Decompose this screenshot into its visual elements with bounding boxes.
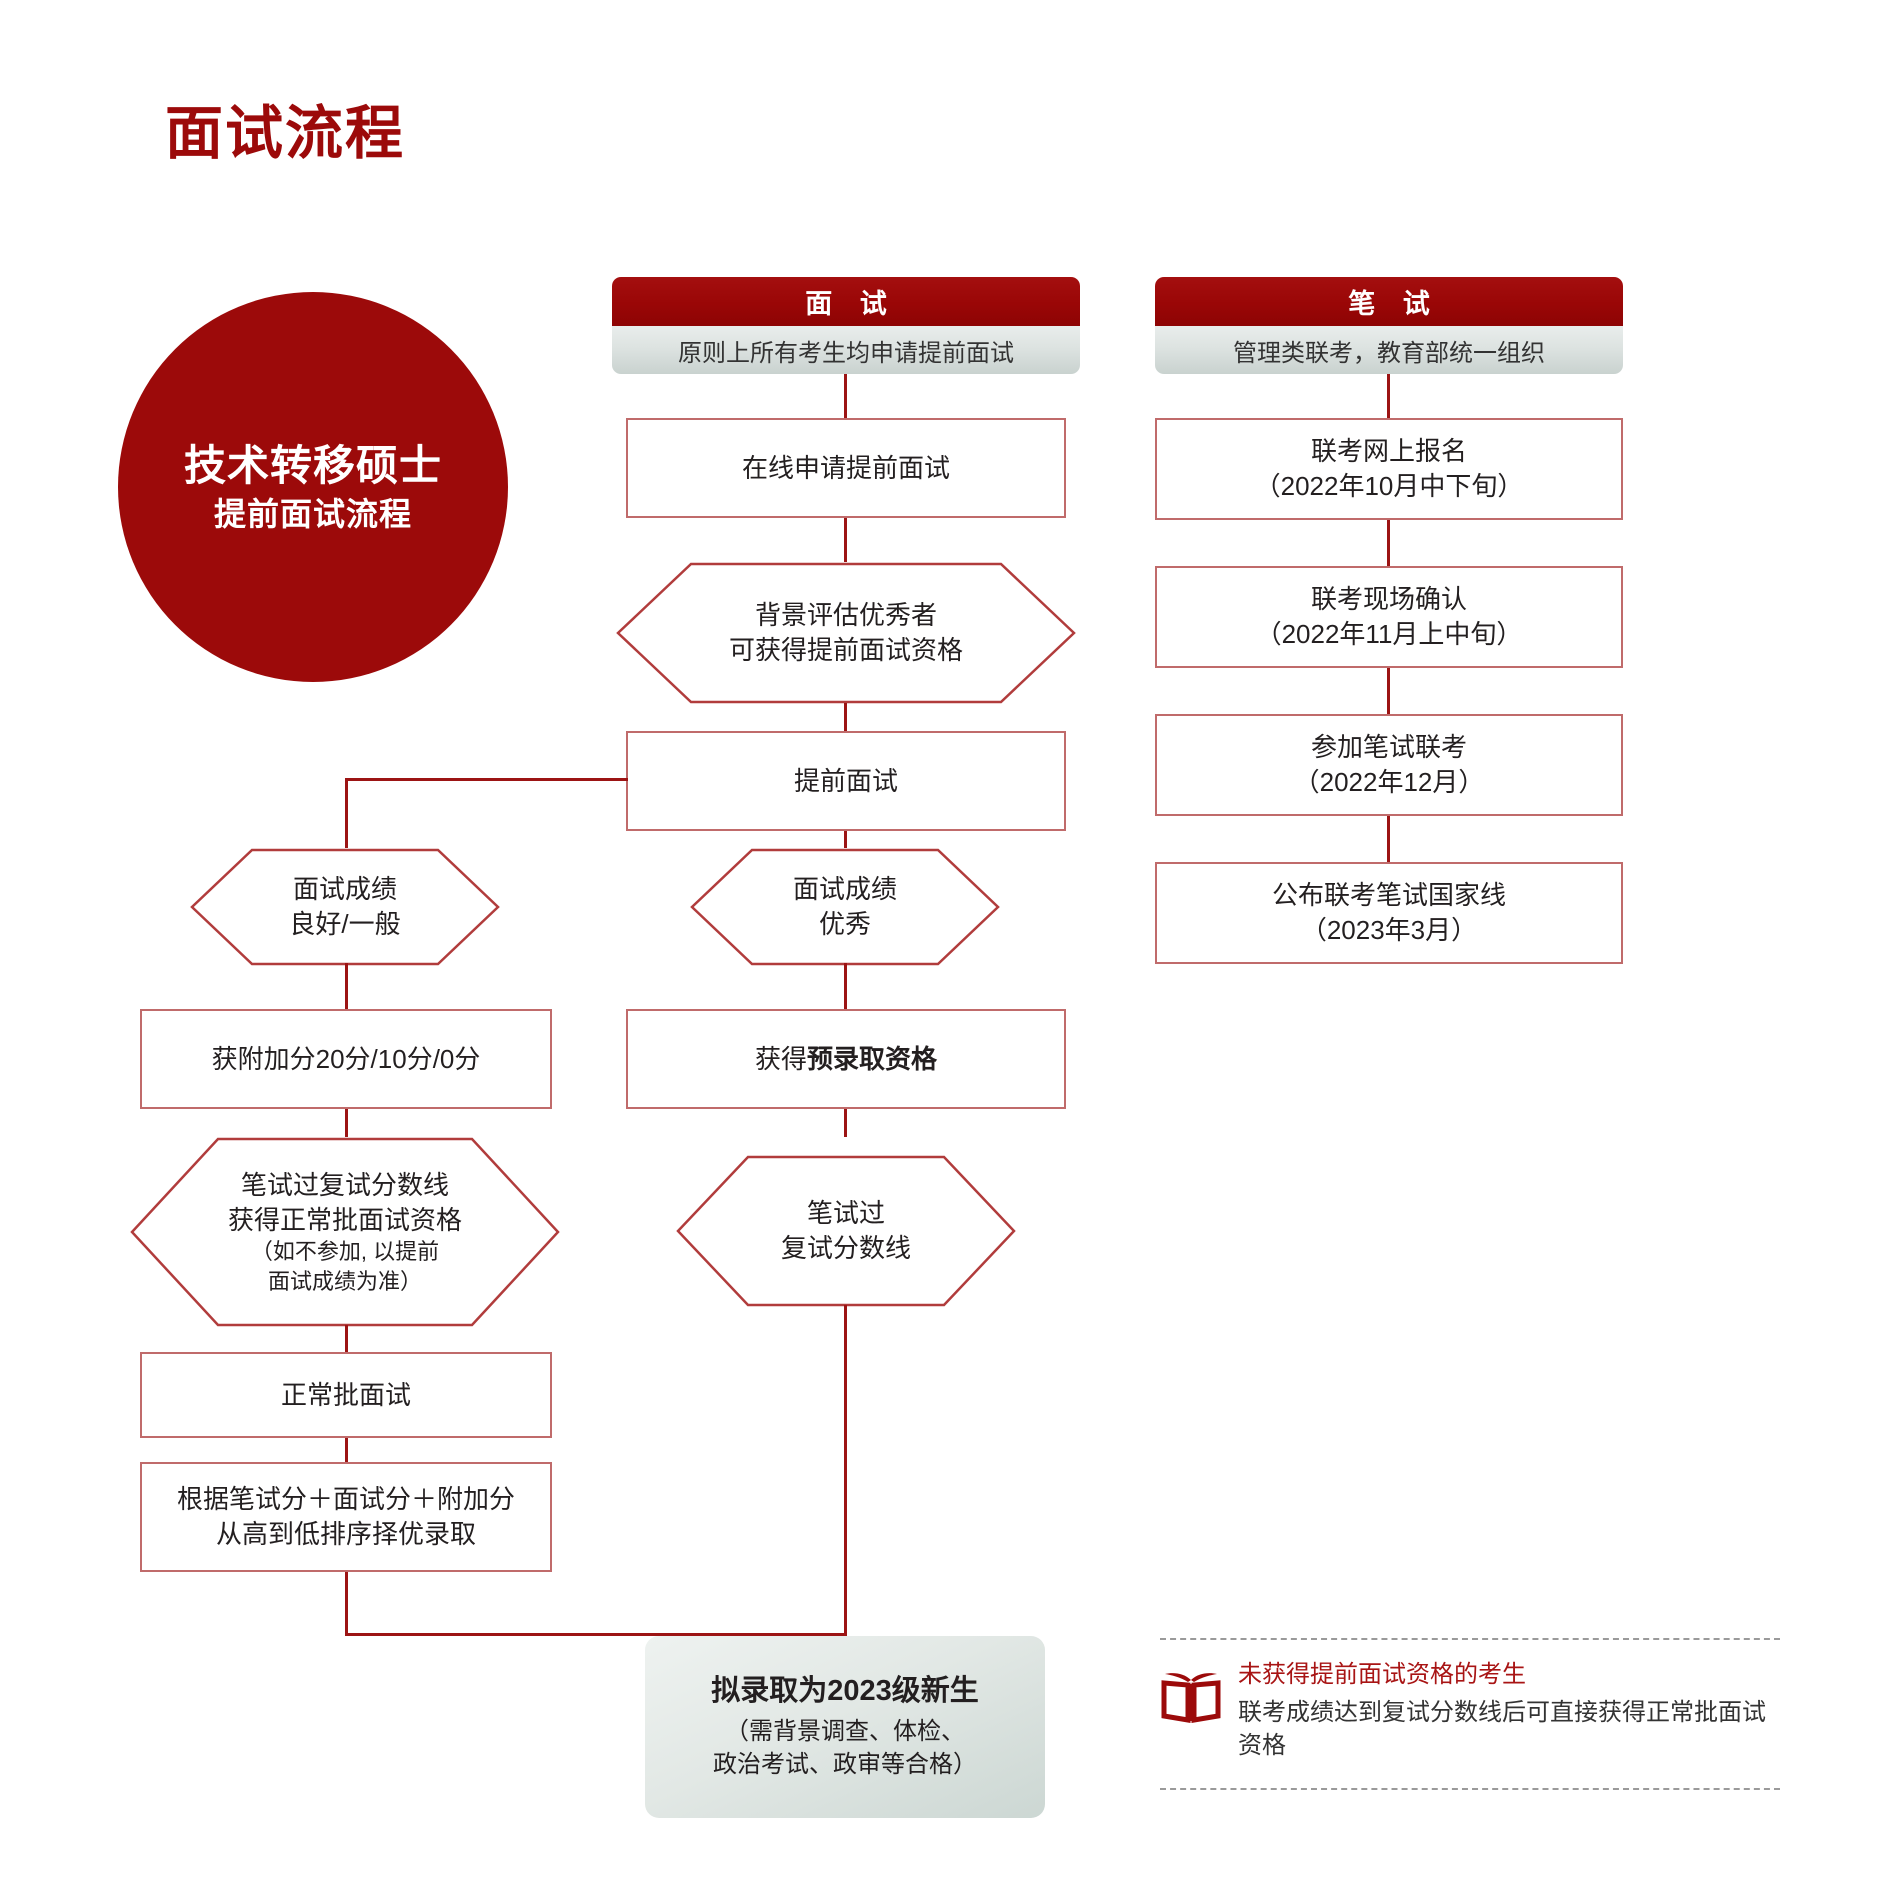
node-bonus-points: 获附加分20分/10分/0分 <box>140 1009 552 1109</box>
hexagon-shape <box>130 1137 560 1327</box>
final-admission-detail-2: 政治考试、政审等合格） <box>713 1750 977 1778</box>
written-step-2: 联考现场确认 （2022年11月上中旬） <box>1155 566 1623 668</box>
score-good-line-2: 良好/一般 <box>289 909 401 939</box>
node-written-pass-gate-middle-label: 笔试过 复试分数线 <box>676 1155 1016 1307</box>
column-subtitle-written: 管理类联考，教育部统一组织 <box>1155 326 1623 374</box>
node-score-excellent-label: 面试成绩 优秀 <box>690 848 1000 966</box>
connector <box>844 518 847 562</box>
written-step-1-name: 联考网上报名 <box>1310 436 1467 467</box>
connector <box>1387 816 1390 862</box>
column-header-interview: 面 试 <box>612 277 1080 326</box>
node-final-ranking-line-1: 根据笔试分＋面试分＋附加分 <box>176 1484 515 1515</box>
node-advance-interview-label: 提前面试 <box>793 765 898 796</box>
bg-eval-line-2: 可获得提前面试资格 <box>728 635 963 665</box>
node-normal-interview-label: 正常批面试 <box>280 1379 411 1410</box>
connector <box>844 1109 847 1137</box>
written-step-1: 联考网上报名 （2022年10月中下旬） <box>1155 418 1623 520</box>
connector-merge-left <box>345 1572 348 1636</box>
final-admission-title: 拟录取为2023级新生 <box>711 1674 979 1707</box>
connector <box>1387 520 1390 566</box>
node-score-good-label: 面试成绩 良好/一般 <box>190 848 500 966</box>
column-header-written: 笔 试 <box>1155 277 1623 326</box>
connector <box>345 1109 348 1137</box>
mid-gate-line-1: 笔试过 <box>806 1198 885 1229</box>
score-exc-line-1: 面试成绩 <box>792 874 897 905</box>
mid-gate-line-2: 复试分数线 <box>780 1233 911 1263</box>
connector <box>1387 374 1390 418</box>
node-bonus-points-label: 获附加分20分/10分/0分 <box>211 1043 481 1074</box>
bg-eval-line-1: 背景评估优秀者 <box>754 600 937 631</box>
node-advance-interview: 提前面试 <box>626 731 1066 831</box>
connector <box>844 703 847 731</box>
left-gate-line-2: 获得正常批面试资格 <box>227 1204 462 1235</box>
hexagon-shape <box>616 562 1076 704</box>
connector-merge-h <box>345 1633 847 1636</box>
written-step-1-date: （2022年10月中下旬） <box>1254 471 1524 501</box>
written-step-3-name: 参加笔试联考 <box>1310 732 1467 763</box>
connector <box>345 963 348 1009</box>
connector <box>844 963 847 1009</box>
node-score-good: 面试成绩 良好/一般 <box>190 848 500 966</box>
left-gate-line-4: 面试成绩为准） <box>267 1268 422 1294</box>
connector <box>1387 668 1390 714</box>
node-background-evaluation-label: 背景评估优秀者 可获得提前面试资格 <box>616 562 1076 704</box>
written-step-4: 公布联考笔试国家线 （2023年3月） <box>1155 862 1623 964</box>
node-final-ranking: 根据笔试分＋面试分＋附加分 从高到低排序择优录取 <box>140 1462 552 1572</box>
page-title: 面试流程 <box>165 101 406 166</box>
badge-line-1: 技术转移硕士 <box>183 442 442 490</box>
connector <box>844 374 847 418</box>
left-gate-line-1: 笔试过复试分数线 <box>240 1170 449 1201</box>
score-good-line-1: 面试成绩 <box>292 874 397 905</box>
node-final-ranking-line-2: 从高到低排序择优录取 <box>215 1519 476 1549</box>
hexagon-shape <box>676 1155 1016 1307</box>
node-score-excellent: 面试成绩 优秀 <box>690 848 1000 966</box>
legend-body: 联考成绩达到复试分数线后可直接获得正常批面试资格 <box>1238 1698 1766 1760</box>
legend-text: 未获得提前面试资格的考生 联考成绩达到复试分数线后可直接获得正常批面试资格 <box>1238 1658 1780 1763</box>
connector <box>345 1438 348 1462</box>
written-step-4-name: 公布联考笔试国家线 <box>1271 880 1506 911</box>
program-badge: 技术转移硕士 提前面试流程 <box>118 292 508 682</box>
hexagon-shape <box>690 848 1000 966</box>
node-background-evaluation: 背景评估优秀者 可获得提前面试资格 <box>616 562 1076 704</box>
written-step-3: 参加笔试联考 （2022年12月） <box>1155 714 1623 816</box>
node-written-pass-gate-left: 笔试过复试分数线 获得正常批面试资格 （如不参加, 以提前 面试成绩为准） <box>130 1137 560 1327</box>
node-written-pass-gate-left-label: 笔试过复试分数线 获得正常批面试资格 （如不参加, 以提前 面试成绩为准） <box>130 1137 560 1327</box>
final-admission-detail-1: （需背景调查、体检、 <box>725 1718 965 1746</box>
connector <box>345 1325 348 1352</box>
written-step-2-name: 联考现场确认 <box>1310 584 1467 615</box>
node-written-pass-gate-middle: 笔试过 复试分数线 <box>676 1155 1016 1307</box>
badge-line-2: 提前面试流程 <box>213 495 412 532</box>
written-step-3-date: （2022年12月） <box>1293 767 1485 797</box>
score-exc-line-2: 优秀 <box>818 909 871 939</box>
node-final-admission: 拟录取为2023级新生 （需背景调查、体检、 政治考试、政审等合格） <box>645 1636 1045 1818</box>
connector-merge-middle <box>844 1305 847 1636</box>
pre-admission-prefix: 获得 <box>754 1043 807 1074</box>
legend-divider-top <box>1160 1638 1780 1640</box>
column-subtitle-interview: 原则上所有考生均申请提前面试 <box>612 326 1080 374</box>
legend-divider-bottom <box>1160 1788 1780 1790</box>
legend-heading: 未获得提前面试资格的考生 <box>1238 1661 1526 1688</box>
hexagon-shape <box>190 848 500 966</box>
node-online-application: 在线申请提前面试 <box>626 418 1066 518</box>
connector-split-v <box>345 778 348 848</box>
written-step-4-date: （2023年3月） <box>1300 915 1478 945</box>
written-step-2-date: （2022年11月上中旬） <box>1255 619 1523 649</box>
left-gate-line-3: （如不参加, 以提前 <box>250 1239 440 1265</box>
connector <box>844 831 847 848</box>
final-admission-detail: （需背景调查、体检、 政治考试、政审等合格） <box>713 1716 977 1781</box>
node-pre-admission: 获得预录取资格 <box>626 1009 1066 1109</box>
open-book-icon <box>1160 1666 1222 1728</box>
node-online-application-label: 在线申请提前面试 <box>741 452 950 483</box>
node-normal-interview: 正常批面试 <box>140 1352 552 1438</box>
pre-admission-strong: 预录取资格 <box>807 1043 938 1074</box>
connector-split-h <box>345 778 628 781</box>
node-pre-admission-label: 获得预录取资格 <box>755 1042 937 1077</box>
